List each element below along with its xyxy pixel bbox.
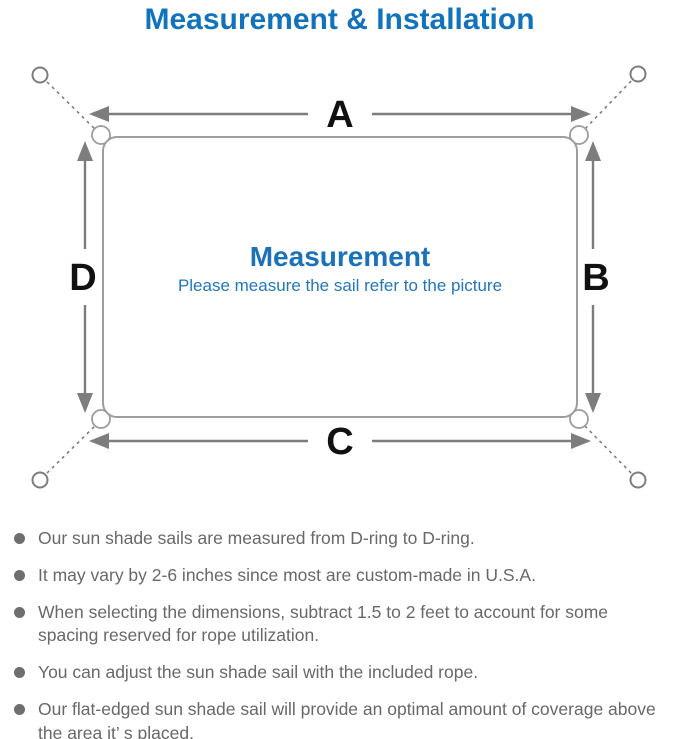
diagram-center-title: Measurement xyxy=(250,241,431,272)
arrowhead-b-up xyxy=(585,141,601,161)
measurement-diagram: A B C D Measurement Please measure the s… xyxy=(0,57,679,517)
d-ring-top-left xyxy=(91,125,111,145)
bullet-dot-icon xyxy=(14,667,25,679)
tether-line-bottom-right xyxy=(580,421,637,479)
dimension-label-b: B xyxy=(582,257,609,299)
anchor-circle-bottom-left xyxy=(31,471,49,489)
arrowhead-d-down xyxy=(77,393,93,413)
tether-lines xyxy=(41,75,637,479)
note-text: Our flat-edged sun shade sail will provi… xyxy=(38,698,656,739)
list-item: Our sun shade sails are measured from D-… xyxy=(10,527,673,551)
arrowhead-a-left xyxy=(89,106,109,122)
bullet-dot-icon xyxy=(14,533,25,544)
anchor-circle-bottom-right xyxy=(629,471,647,489)
note-text: It may vary by 2-6 inches since most are… xyxy=(38,564,536,585)
bullet-dot-icon xyxy=(14,569,25,581)
d-ring-bottom-right xyxy=(569,409,589,429)
note-text: When selecting the dimensions, subtract … xyxy=(38,601,609,646)
bullet-dot-icon xyxy=(14,703,25,715)
note-text: Our sun shade sails are measured from D-… xyxy=(38,528,475,548)
tether-line-top-right xyxy=(580,75,637,134)
dimension-arrow-heads xyxy=(77,106,601,449)
dimension-arrow-lines xyxy=(83,112,595,443)
d-ring-bottom-left xyxy=(91,409,111,429)
sail-diagram-svg: A B C D Measurement Please measure the s… xyxy=(31,65,647,489)
anchor-circle-top-left xyxy=(31,66,49,84)
tether-line-top-left xyxy=(41,76,100,134)
arrowhead-c-left xyxy=(89,433,109,449)
d-ring-top-right xyxy=(569,125,589,145)
arrowhead-b-down xyxy=(585,393,601,413)
page-title: Measurement & Installation xyxy=(144,3,535,36)
list-item: Our flat-edged sun shade sail will provi… xyxy=(10,698,673,739)
list-item: It may vary by 2-6 inches since most are… xyxy=(10,564,673,588)
dimension-label-c: C xyxy=(326,421,353,463)
arrowhead-c-right xyxy=(571,433,591,449)
bullet-dot-icon xyxy=(14,606,25,618)
list-item: You can adjust the sun shade sail with t… xyxy=(10,661,673,685)
anchor-points xyxy=(31,65,647,489)
note-text: You can adjust the sun shade sail with t… xyxy=(38,662,479,683)
diagram-center-subtitle: Please measure the sail refer to the pic… xyxy=(178,276,502,295)
dimension-label-a: A xyxy=(326,94,353,136)
anchor-circle-top-right xyxy=(629,65,647,83)
list-item: When selecting the dimensions, subtract … xyxy=(10,601,673,649)
dimension-label-d: D xyxy=(69,257,96,299)
arrowhead-a-right xyxy=(571,106,591,122)
d-rings xyxy=(91,125,589,429)
sail-outline xyxy=(102,136,578,418)
notes-list: Our sun shade sails are measured from D-… xyxy=(0,517,679,739)
tether-line-bottom-left xyxy=(41,421,100,479)
arrowhead-d-up xyxy=(77,141,93,161)
